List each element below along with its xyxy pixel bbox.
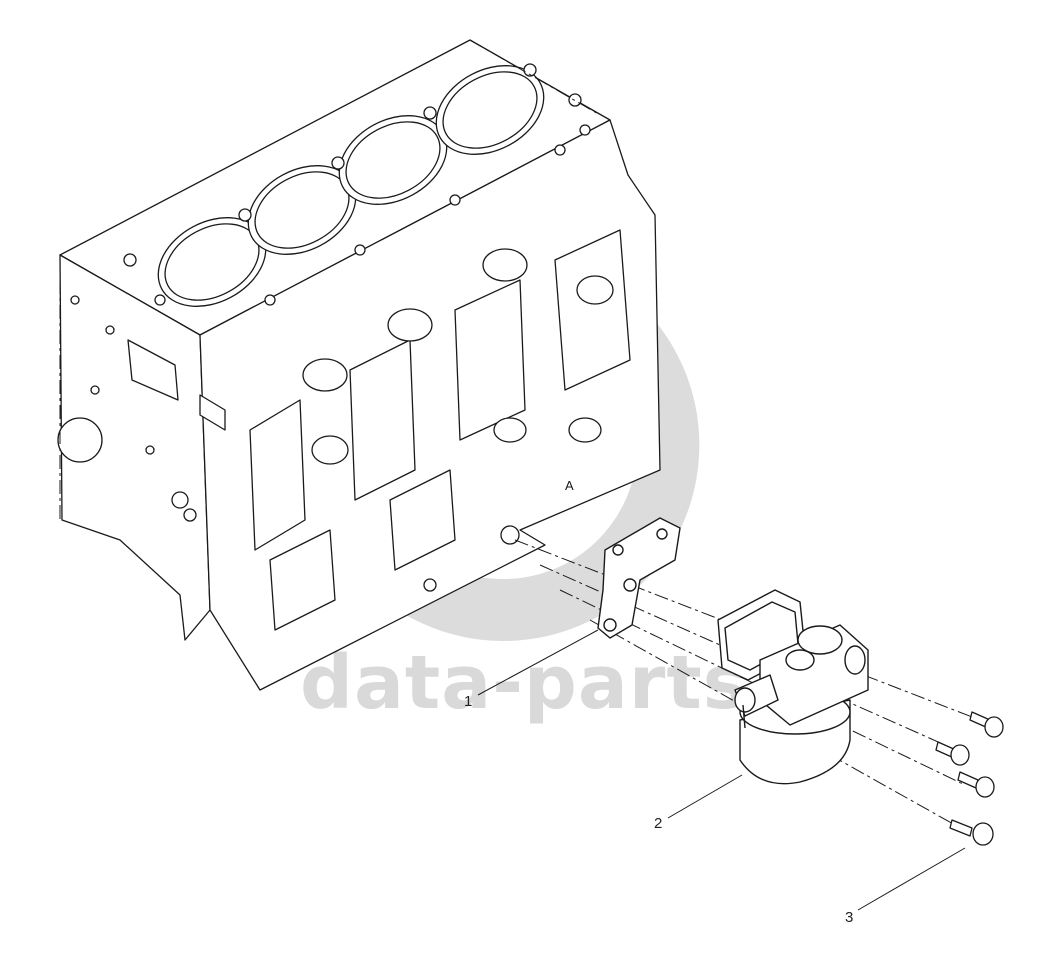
svg-text:A: A bbox=[565, 478, 574, 493]
leader-line-1 bbox=[477, 629, 599, 696]
bolt bbox=[949, 819, 994, 846]
bolt bbox=[957, 771, 995, 798]
watermark-text: data-parts bbox=[300, 640, 748, 726]
bolt bbox=[935, 741, 970, 766]
callout-1: 1 bbox=[464, 693, 472, 710]
leader-line-2 bbox=[667, 774, 743, 819]
leader-line-3 bbox=[857, 847, 966, 911]
bolts bbox=[935, 711, 1004, 846]
engine-block: A bbox=[57, 39, 661, 691]
leader-lines bbox=[477, 629, 966, 911]
callout-3: 3 bbox=[845, 909, 853, 926]
bolt bbox=[969, 711, 1004, 738]
fuel-filter bbox=[717, 589, 869, 785]
callout-2: 2 bbox=[654, 815, 662, 832]
bracket bbox=[597, 517, 681, 639]
